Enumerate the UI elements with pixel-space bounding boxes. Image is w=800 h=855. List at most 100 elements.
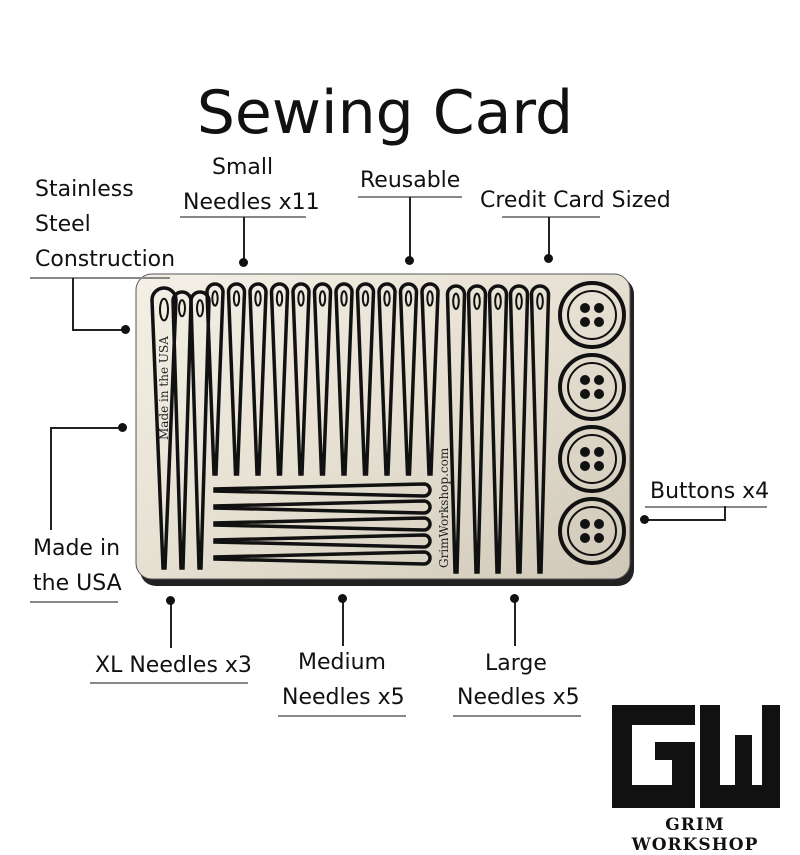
label-small-1: Small: [212, 155, 274, 180]
leader-dot: [338, 594, 347, 603]
leader-dot: [239, 258, 248, 267]
medium-needle: [213, 499, 432, 515]
label-usa-1: Made in: [33, 536, 121, 561]
leader-dot: [640, 515, 649, 524]
leader-dot: [121, 325, 130, 334]
leader-line: [72, 278, 74, 330]
xl-needle: [150, 286, 178, 570]
small-needle: [269, 282, 290, 476]
label-medium-2: Needles x5: [282, 685, 405, 710]
large-needle: [508, 284, 530, 574]
leader-dot: [118, 423, 127, 432]
leader-line: [342, 600, 344, 646]
small-needle: [377, 282, 397, 476]
label-buttons: Buttons x4: [650, 479, 770, 504]
label-credit-card: Credit Card Sized: [480, 188, 671, 213]
button-hole: [580, 533, 590, 543]
large-needle: [466, 284, 488, 574]
label-reusable: Reusable: [360, 168, 461, 193]
medium-needle: [213, 550, 432, 566]
underline: [502, 216, 600, 218]
button-hole: [594, 447, 604, 457]
label-stainless-2: Steel: [35, 212, 91, 237]
button-hole: [594, 389, 604, 399]
button-hole: [594, 519, 604, 529]
leader-dot: [544, 254, 553, 263]
small-needle-eye: [297, 290, 305, 307]
large-needle-eye: [473, 292, 481, 310]
leader-dot: [166, 596, 175, 605]
button-outline: [558, 281, 626, 349]
label-large-1: Large: [485, 651, 547, 676]
small-needle: [205, 282, 225, 476]
small-needle: [334, 282, 354, 476]
button-hole: [580, 375, 590, 385]
small-needle-eye: [426, 290, 434, 307]
small-needle-eye: [383, 290, 391, 307]
button-rim: [567, 506, 617, 556]
button-rim: [567, 362, 617, 412]
leader-line: [50, 428, 52, 530]
large-needle: [445, 284, 467, 574]
leader-dot: [510, 594, 519, 603]
button-hole: [594, 461, 604, 471]
button-hole: [580, 317, 590, 327]
leader-line: [72, 329, 126, 331]
large-needle-eye: [452, 292, 460, 310]
leader-line: [514, 600, 516, 646]
small-needle-eye: [211, 290, 219, 307]
leader-line: [548, 217, 550, 257]
button-hole: [580, 461, 590, 471]
label-large-2: Needles x5: [457, 685, 580, 710]
underline: [30, 601, 118, 603]
label-medium-1: Medium: [298, 650, 386, 675]
leader-line: [50, 427, 122, 429]
leader-line: [409, 197, 411, 259]
label-xl: XL Needles x3: [95, 653, 252, 678]
leader-line: [724, 506, 726, 521]
small-needle-eye: [318, 290, 327, 307]
small-needle: [291, 282, 311, 476]
small-needle-eye: [340, 290, 348, 307]
button-hole: [580, 303, 590, 313]
xl-needle-eye: [178, 299, 186, 318]
label-usa-2: the USA: [33, 571, 122, 596]
xl-needle-eye: [159, 297, 169, 322]
label-stainless-3: Construction: [35, 247, 176, 272]
button-hole: [580, 389, 590, 399]
small-needle-eye: [275, 290, 284, 307]
page-title: Sewing Card: [196, 78, 574, 148]
button-outline: [558, 497, 626, 565]
underline: [30, 277, 170, 279]
engraving-made-in-usa: Made in the USA: [157, 336, 171, 440]
small-needle: [398, 282, 419, 476]
label-stainless-1: Stainless: [35, 177, 134, 202]
large-needle-eye: [515, 292, 523, 310]
medium-needle: [213, 533, 432, 549]
small-needle-eye: [254, 290, 262, 307]
logo-text: GRIM WORKSHOP: [631, 815, 759, 855]
button-outline: [558, 425, 626, 493]
large-needle-eye: [536, 292, 544, 310]
button-hole: [594, 533, 604, 543]
button-rim: [567, 434, 617, 484]
medium-needle: [213, 516, 432, 532]
large-needle: [487, 284, 509, 574]
small-needle: [248, 282, 268, 476]
xl-needle: [171, 290, 193, 570]
underline: [278, 715, 406, 717]
leader-line: [243, 217, 245, 261]
engraving-website: GrimWorkshop.com: [437, 447, 451, 568]
small-needle-eye: [404, 290, 413, 307]
small-needle: [226, 282, 247, 476]
button-rim: [567, 290, 617, 340]
small-needle-eye: [232, 290, 241, 307]
button-hole: [594, 303, 604, 313]
medium-needle: [213, 482, 432, 498]
leader-dot: [405, 256, 414, 265]
button-hole: [594, 375, 604, 385]
small-needle: [420, 282, 440, 476]
label-small-2: Needles x11: [183, 190, 320, 215]
